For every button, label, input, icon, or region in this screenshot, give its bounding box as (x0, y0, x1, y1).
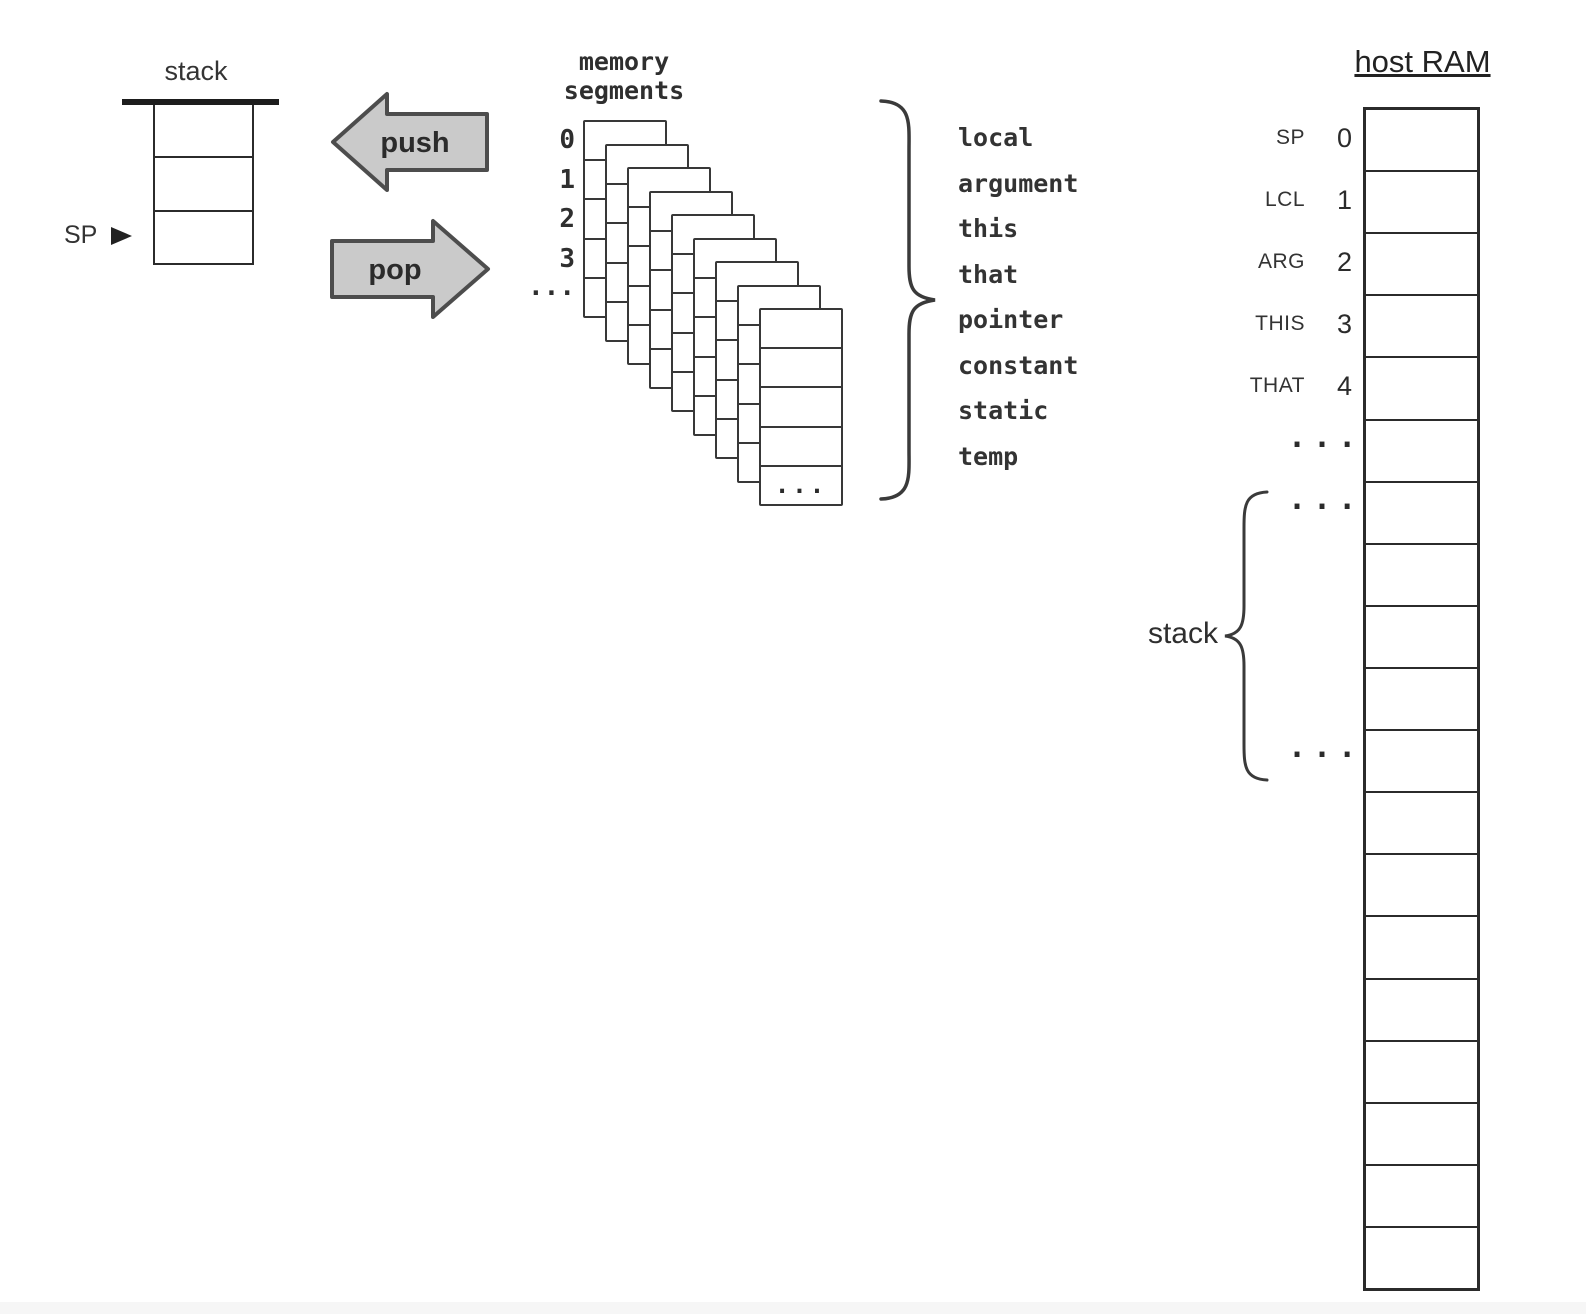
ram-pointer-label: ARG (1257, 250, 1305, 273)
ram-cell (1366, 977, 1477, 1040)
pop-arrow: pop (330, 219, 490, 319)
ram-ellipsis: ... (1288, 482, 1364, 517)
segment-index-label: 2 (559, 204, 575, 235)
ram-cell (1366, 853, 1477, 915)
ram-ellipsis: ... (1288, 420, 1364, 455)
ram-cell (1366, 1101, 1477, 1164)
ram-address-label: 4 (1336, 371, 1352, 401)
memory-segments-title-line1: memory (578, 47, 670, 76)
ram-cell (1366, 791, 1477, 853)
ram-ellipsis: ... (1288, 730, 1364, 765)
ram-cell (1366, 418, 1477, 481)
segment-index-label: 0 (559, 125, 575, 155)
ram-cell (1366, 232, 1477, 294)
mini-stack-title: stack (164, 56, 228, 86)
segment-card-row (761, 425, 841, 465)
segment-name: pointer (958, 305, 1064, 334)
sp-pointer-arrow-icon (111, 226, 133, 245)
ram-stack-brace-icon (1224, 490, 1269, 782)
ram-cell (1366, 542, 1477, 605)
segment-name: static (958, 396, 1049, 425)
mini-stack-top-line (122, 99, 279, 105)
ram-stack-label: stack (1147, 617, 1218, 650)
ram-cell (1366, 729, 1477, 791)
pop-label: pop (368, 254, 421, 286)
ram-cell (1366, 356, 1477, 418)
sp-pointer-label: SP (64, 221, 98, 249)
push-label: push (380, 127, 449, 159)
segment-card-row: ... (761, 464, 841, 504)
segment-card-row (761, 347, 841, 386)
segment-name: this (958, 214, 1019, 243)
segment-card-row (761, 386, 841, 425)
ram-cell (1366, 170, 1477, 232)
segment-name: temp (958, 441, 1019, 471)
ram-pointer-label: THIS (1255, 312, 1305, 335)
ram-address-label: 2 (1336, 247, 1352, 277)
segment-index-label: 1 (559, 164, 575, 195)
stack-cell (155, 156, 252, 209)
ram-cell (1366, 294, 1477, 356)
ram-pointer-label: LCL (1264, 188, 1305, 211)
stack-cell (155, 105, 252, 156)
ram-address-label: 1 (1336, 185, 1352, 215)
push-arrow: push (331, 92, 489, 192)
segment-card: ... (759, 308, 843, 506)
ram-pointer-label: THAT (1249, 374, 1305, 397)
segment-card-row (761, 310, 841, 347)
mini-stack-box (153, 105, 254, 265)
stack-cell (155, 209, 252, 263)
ram-cell (1366, 915, 1477, 977)
ram-cell (1366, 480, 1477, 543)
segment-name: argument (958, 168, 1079, 198)
segment-index-label: 3 (559, 243, 575, 274)
ram-cell (1366, 1039, 1477, 1102)
segment-name: local (958, 123, 1034, 152)
host-ram-title: host RAM (1354, 44, 1491, 79)
ram-cell (1366, 1225, 1477, 1288)
pop-arrow-shape (330, 219, 490, 319)
footer-strip (0, 1302, 1586, 1314)
push-arrow-shape (331, 92, 489, 192)
sp-pointer: SP (64, 221, 133, 250)
ram-pointer-label: SP (1275, 126, 1305, 149)
host-ram-column (1363, 107, 1480, 1291)
memory-segments-title-line2: segments (563, 76, 685, 105)
ram-address-label: 3 (1336, 309, 1352, 339)
ram-cell (1366, 1163, 1477, 1226)
segment-index-label: ... (528, 272, 575, 303)
segments-brace-icon (879, 99, 936, 501)
ram-cell (1366, 604, 1477, 667)
ram-cell (1366, 666, 1477, 729)
segment-card-ellipsis: ... (774, 471, 828, 500)
ram-cell (1366, 110, 1477, 170)
segment-name: constant (958, 350, 1079, 380)
memory-segments-title: memory segments (538, 47, 710, 105)
ram-address-label: 0 (1336, 123, 1352, 153)
segment-name: that (958, 259, 1019, 289)
